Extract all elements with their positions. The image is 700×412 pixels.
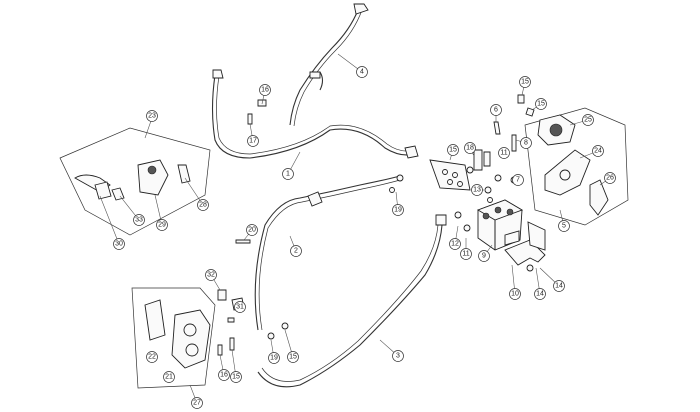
svg-text:12: 12 (451, 241, 459, 248)
hose-3 (257, 214, 447, 388)
callout-15-left: 15 (230, 371, 242, 383)
svg-text:14: 14 (555, 283, 563, 290)
callout-15a: 15 (535, 98, 547, 110)
callout-15-top: 15 (519, 76, 531, 88)
callout-11b: 11 (498, 147, 510, 159)
callout-15c: 15 (287, 351, 299, 363)
rear-caliper-group (524, 107, 629, 226)
svg-text:16: 16 (220, 372, 228, 379)
callout-10: 10 (509, 288, 521, 300)
svg-text:15: 15 (232, 374, 240, 381)
svg-text:8: 8 (524, 140, 528, 147)
callout-16: 16 (259, 84, 271, 96)
svg-text:6: 6 (494, 107, 498, 114)
svg-text:31: 31 (236, 304, 244, 311)
distribution-block (429, 159, 471, 191)
callout-14a: 14 (534, 288, 546, 300)
svg-text:13: 13 (473, 187, 481, 194)
svg-text:10: 10 (511, 291, 519, 298)
callout-5: 5 (558, 220, 570, 232)
svg-text:30: 30 (115, 241, 123, 248)
svg-text:4: 4 (360, 69, 364, 76)
hose-1 (211, 69, 419, 159)
svg-text:19: 19 (394, 207, 402, 214)
svg-text:16: 16 (261, 87, 269, 94)
callout-15b: 15 (447, 144, 459, 156)
callout-23: 23 (146, 110, 158, 122)
mount-bracket (504, 221, 546, 266)
svg-text:32: 32 (207, 272, 215, 279)
master-cylinder-group (59, 127, 211, 236)
callout-14b: 14 (553, 280, 565, 292)
svg-text:15: 15 (537, 101, 545, 108)
callout-6: 6 (490, 104, 502, 116)
svg-text:27: 27 (193, 400, 201, 407)
callout-22: 22 (146, 351, 158, 363)
callout-19a: 19 (392, 204, 404, 216)
svg-text:21: 21 (165, 374, 173, 381)
svg-text:33: 33 (135, 217, 143, 224)
hose-4 (289, 3, 369, 127)
callout-9: 9 (478, 250, 490, 262)
svg-text:15: 15 (521, 79, 529, 86)
abs-modulator (476, 199, 524, 251)
svg-text:23: 23 (148, 113, 156, 120)
svg-text:2: 2 (294, 248, 298, 255)
callout-21: 21 (163, 371, 175, 383)
callout-30: 30 (113, 238, 125, 250)
svg-text:11: 11 (462, 251, 469, 258)
svg-text:25: 25 (584, 117, 592, 124)
callout-20: 20 (246, 224, 258, 236)
hose-connector (309, 71, 324, 91)
bracket-assembly (466, 149, 491, 174)
callout-19b: 19 (268, 352, 280, 364)
svg-text:1: 1 (286, 171, 290, 178)
hose-2 (254, 175, 401, 331)
callout-4: 4 (356, 66, 368, 78)
callout-24: 24 (592, 145, 604, 157)
svg-text:22: 22 (148, 354, 156, 361)
svg-text:15: 15 (449, 147, 457, 154)
svg-text:18: 18 (466, 145, 474, 152)
callout-27: 27 (191, 397, 203, 409)
svg-text:7: 7 (516, 177, 520, 184)
svg-text:3: 3 (396, 353, 400, 360)
svg-text:5: 5 (562, 223, 566, 230)
svg-text:9: 9 (482, 253, 486, 260)
svg-text:26: 26 (606, 175, 614, 182)
callout-7: 7 (512, 174, 524, 186)
svg-text:19: 19 (270, 355, 278, 362)
svg-text:17: 17 (249, 138, 257, 145)
callout-29: 29 (156, 219, 168, 231)
callout-18: 18 (464, 142, 476, 154)
callout-32: 32 (205, 269, 217, 281)
callout-1: 1 (282, 168, 294, 180)
callout-25: 25 (582, 114, 594, 126)
callout-16b: 16 (218, 369, 230, 381)
callout-26: 26 (604, 172, 616, 184)
callout-13: 13 (471, 184, 483, 196)
callout-2: 2 (290, 245, 302, 257)
svg-text:15: 15 (289, 354, 297, 361)
callout-28: 28 (197, 199, 209, 211)
callout-33: 33 (133, 214, 145, 226)
callout-12: 12 (449, 238, 461, 250)
front-caliper-group (131, 287, 216, 389)
svg-text:28: 28 (199, 202, 207, 209)
svg-text:11: 11 (500, 150, 507, 157)
callouts: 4 1 2 3 5 6 7 8 9 10 11 11 12 13 14 14 1… (113, 66, 616, 409)
callout-17: 17 (247, 135, 259, 147)
svg-text:24: 24 (594, 148, 602, 155)
small-fittings (389, 94, 535, 272)
svg-text:14: 14 (536, 291, 544, 298)
svg-text:29: 29 (158, 222, 166, 229)
callout-31: 31 (234, 301, 246, 313)
callout-8: 8 (520, 137, 532, 149)
svg-text:20: 20 (248, 227, 256, 234)
callout-3: 3 (392, 350, 404, 362)
callout-11a: 11 (460, 248, 472, 260)
